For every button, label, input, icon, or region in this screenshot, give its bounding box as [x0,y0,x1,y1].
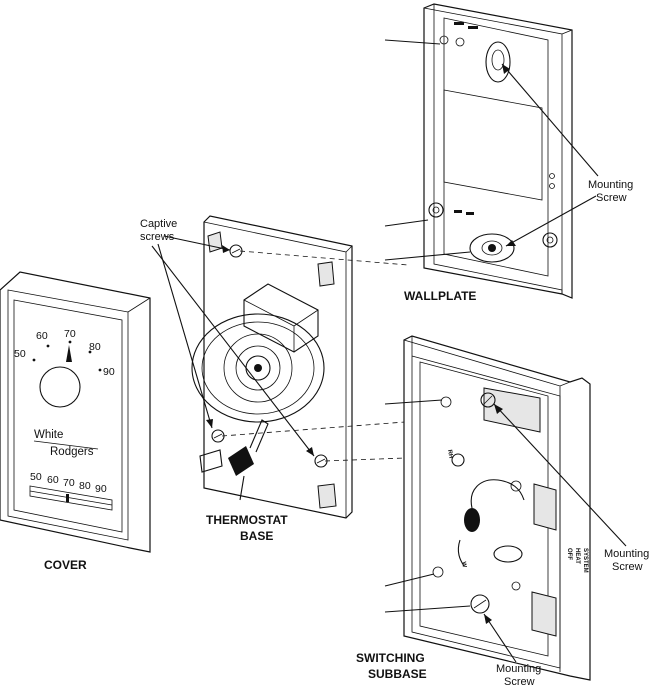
dial-knob [39,366,81,408]
scale-number: 80 [79,480,91,492]
mounting-screw-label-line1: Mounting [496,663,541,675]
dial-number: 60 [36,330,48,342]
leader-line [483,613,517,663]
thermostat-base-part [191,215,409,519]
scale-number: 90 [95,483,107,495]
cover-label: COVER [44,558,87,572]
heat-switch-label: HEAT [574,548,580,564]
dial-number: 90 [103,366,115,378]
mounting-screw-label-line1: Mounting [588,179,633,191]
switching-subbase-label-line2: SUBBASE [368,667,427,681]
scale-number: 70 [63,477,75,489]
dial-number: 50 [14,348,26,360]
captive-screws-label-line2: screws [140,231,175,243]
scale-number: 60 [47,474,59,486]
brand-line1: White [34,429,63,441]
mounting-screw-label-line2: Screw [504,676,535,688]
leader-line [505,195,597,247]
switching-subbase-part: RH W OFF HEAT SYSTEM [384,335,591,681]
leader-line [493,403,627,547]
leader-line [501,63,599,177]
mounting-screw-label-line1: Mounting [604,548,649,560]
thermostat-base-label-line1: THERMOSTAT [206,513,288,527]
wallplate-label: WALLPLATE [404,289,476,303]
brand-line2: Rodgers [50,446,94,458]
system-switch-label: SYSTEM [582,548,588,573]
rh-terminal-label: RH [446,449,453,459]
dial-number: 80 [89,341,101,353]
cover-part: 50 60 70 80 90 White Rodgers 50 60 70 80… [0,271,151,553]
wallplate-part [384,3,573,299]
off-switch-label: OFF [566,548,572,560]
captive-screws-label-line1: Captive [140,218,177,230]
leader-line [151,245,315,457]
w-terminal-label: W [460,561,467,568]
thermostat-base-label-line2: BASE [240,529,273,543]
scale-number: 50 [30,471,42,483]
switching-subbase-label-line1: SWITCHING [356,651,425,665]
leader-line [157,243,213,429]
dial-number: 70 [64,328,76,340]
mounting-screw-label-line2: Screw [612,561,643,573]
mounting-screw-label-line2: Screw [596,192,627,204]
leader-line [163,235,231,251]
